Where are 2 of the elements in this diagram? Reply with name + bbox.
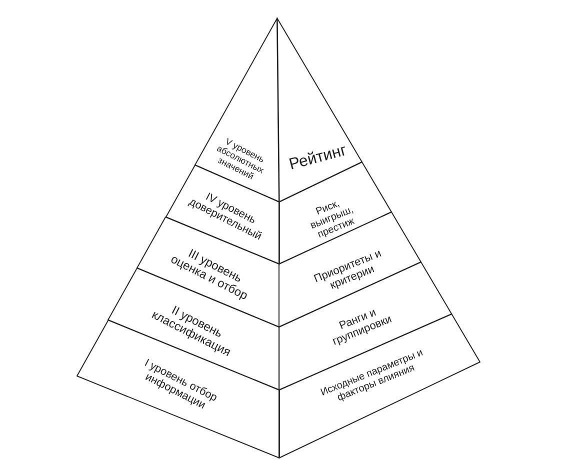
pyramid-right-face-band: [277, 18, 362, 202]
band-label: Рейтинг: [286, 140, 350, 176]
